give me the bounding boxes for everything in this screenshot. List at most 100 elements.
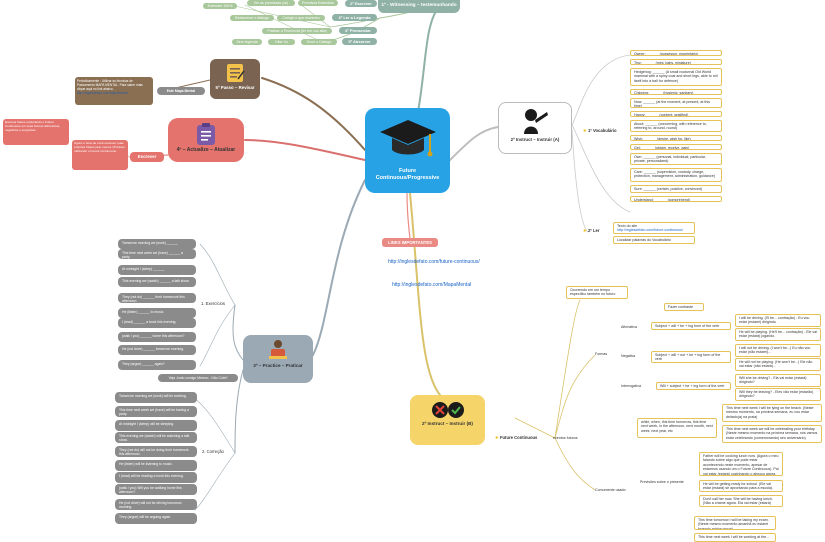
more-example[interactable]: This time tomorrow I will be taking my e… [694, 516, 776, 530]
afirmativa-example[interactable]: He will be playing. (He'll be... contraç… [735, 328, 821, 341]
step-item[interactable]: Ver as premissas (ok) [247, 0, 295, 7]
exercise-item[interactable]: At midnight I (sleep) ______ [118, 265, 196, 275]
witnessing-node[interactable]: 1º - Witnessing – testemunhando [378, 0, 460, 13]
correction-item[interactable]: They (not do) will not be doing their ho… [115, 446, 197, 457]
interrogativa-label[interactable]: Interrogativa [621, 384, 641, 388]
vocab-item[interactable]: Get: ______ (obtain, receive, gain) [630, 144, 722, 150]
links-title[interactable]: LINKS IMPORTANTES [382, 238, 438, 247]
ler-item[interactable]: Localizar palavras do Vocabulário [613, 236, 695, 245]
vocab-item[interactable]: Tiny: ______ (mini, baby, miniature) [630, 59, 722, 65]
while-example[interactable]: This time next week I will be lying on t… [722, 404, 822, 422]
step-label[interactable]: 4º Pronunciar [339, 27, 377, 34]
while-example[interactable]: This time next week we will be celebrati… [722, 425, 822, 443]
afirmativa-label[interactable]: Afirmativa [621, 325, 637, 329]
exemplos-label[interactable]: Comumente usado: [595, 488, 627, 492]
root-node[interactable]: Future Continuous/Progressive [365, 108, 450, 193]
exercise-item[interactable]: (walk / you) ______ home this afternoon? [118, 332, 196, 342]
vocab-item[interactable]: Sure: ______ (certain, positive, convinc… [630, 185, 722, 193]
previsoes-label[interactable]: Previsões sobre o presente [640, 480, 684, 484]
step-label[interactable]: 2º Escrever [345, 0, 377, 7]
interrogativa-example[interactable]: Will she be driving? - Ela vai estar (es… [735, 374, 821, 387]
while-box[interactable]: while, when, this time tomorrow, this ti… [637, 418, 717, 438]
correction-item[interactable]: This time next week we (have) will be ha… [115, 406, 197, 417]
atualizar-node[interactable]: 4º – Actualize – Atualizar [168, 118, 244, 162]
formas-label[interactable]: Formas [595, 352, 608, 356]
vocab-label[interactable]: ☀ 1º Vocabulário [583, 128, 623, 133]
praticar-node[interactable]: 3º – Practice – Praticar [243, 335, 313, 383]
ler-link[interactable]: http://inglesdefato.com/future-continuou… [617, 228, 683, 233]
step-item[interactable]: Reescrever o diálogo [230, 15, 274, 22]
previsoes-example[interactable]: He will be getting ready for school. (El… [699, 480, 783, 492]
atualizar-note[interactable]: Escreva frases explorando o Future Conti… [3, 119, 69, 145]
exercise-item[interactable]: I (read) ______ a book this evening. [118, 318, 196, 328]
step-item[interactable]: Praticar a Pronúncia (ler em voz alta) [262, 28, 332, 35]
negativa-label[interactable]: Negativa [621, 354, 636, 358]
step-label[interactable]: 3º Ler a Legenda [332, 14, 377, 21]
vocab-item[interactable]: About: ______ (concerning, with referenc… [630, 120, 722, 132]
vocab-item[interactable]: Own: ______ (personal, individual, parti… [630, 153, 722, 165]
negativa-rule[interactable]: Subject + will + not + be + ing form of … [651, 351, 731, 363]
ler-item[interactable]: Texto do site http://inglesdefato.com/fu… [613, 222, 695, 234]
correction-item[interactable]: He (listen) will be listening to music. [115, 460, 197, 471]
correcao-label[interactable]: 2. Correção [202, 449, 224, 454]
correction-item[interactable]: I (read) will be reading a book this eve… [115, 472, 197, 483]
more-example[interactable]: This time next week I will be working at… [694, 533, 776, 542]
vocab-item[interactable]: Care: ______ (supervision, custody, char… [630, 168, 722, 182]
negativa-example[interactable]: I will not be driving. (I won't be...) E… [735, 344, 821, 357]
correction-item[interactable]: (walk / you) Will you be walking home th… [115, 484, 197, 495]
vocab-item[interactable]: Hedgehog: ______ (A small nocturnal Old … [630, 68, 722, 86]
vocab-item[interactable]: Understand: ______ (comprehend) [630, 196, 722, 202]
step-item[interactable]: Corrigir o que escreveu [277, 15, 325, 22]
vocab-item[interactable]: Owner: ______ (possessor, proprietário) [630, 50, 722, 56]
instruir-b-title: 2º Instruct – Instruir (B) [422, 421, 473, 426]
escrever-label[interactable]: Escrever [130, 152, 164, 162]
link-future-continuous[interactable]: http://inglesdefato.com/future-continuou… [388, 259, 480, 265]
previsoes-example[interactable]: Don't call her now. She will be having l… [699, 495, 783, 507]
eventos-futuros-label[interactable]: eventos futuros [553, 436, 578, 440]
correction-item[interactable]: At midnight I (sleep) will be sleeping. [115, 420, 197, 431]
exercise-item[interactable]: This time next week we (have) ______ a p… [118, 249, 196, 259]
revisar-node[interactable]: 5º Passo – Revisar [210, 59, 260, 99]
step-item[interactable]: Ouvir o Diálogo [301, 39, 337, 46]
exercise-item[interactable]: He (not drive) ______ tomorrow morning. [118, 345, 196, 355]
step-item[interactable]: Sem legenda [232, 39, 262, 46]
atualizar-note[interactable]: Agora é hora de você escrever suas própr… [72, 140, 128, 170]
correction-item[interactable]: Tomorrow morning we (work) will be worki… [115, 392, 197, 403]
negativa-example[interactable]: He will not be playing. (He won't be...)… [735, 358, 821, 371]
revisar-note-link[interactable]: http://inglesdefato.com/MapaMental [77, 91, 128, 95]
correction-item[interactable]: They (argue) will be arguing again. [115, 513, 197, 524]
vocab-item[interactable]: Happy: ______ (content, gratified) [630, 111, 722, 117]
link-mapa-mental[interactable]: http://inglesdefato.com/MapaMental [392, 282, 472, 288]
revisar-note-text: Periodicamente : Utilizar as técnicas de… [77, 79, 143, 91]
interrogativa-rule[interactable]: Will + subject + be + ing form of the ve… [656, 382, 731, 391]
vocab-item[interactable]: Chipping: ______ (hygienic, sanitary) [630, 89, 722, 95]
exercise-item[interactable]: He (listen) ______ to music. [118, 308, 196, 318]
afirmativa-rule[interactable]: Subject + will + be + ing form of the ve… [651, 322, 731, 331]
step-item[interactable]: Ditar Vc [268, 39, 295, 46]
exercise-item[interactable]: They (argue) ______ again? [118, 360, 196, 370]
interrogativa-example[interactable]: Will they be leaving? - Eles vão estar (… [735, 388, 821, 401]
exercise-item[interactable]: They (not do) ______ their homework this… [118, 293, 196, 303]
revisar-note[interactable]: Periodicamente : Utilizar as técnicas de… [75, 77, 153, 105]
revisar-label[interactable]: Este Mapa Mental [157, 87, 205, 96]
instruir-b-node[interactable]: 2º Instruct – Instruir (B) [410, 395, 485, 445]
exercise-item[interactable]: Tomorrow morning we (work) ______ [118, 239, 196, 249]
exercicios-label[interactable]: 1. Exercícios [201, 301, 225, 306]
step-label[interactable]: 5º Absorver [342, 38, 377, 45]
praticar-cta[interactable]: Veja Junto comigo Mesmo - Não Cole!! [158, 374, 238, 383]
uso-label[interactable]: Fazer contraste [664, 303, 704, 312]
vocab-item[interactable]: Now: ______ (at the moment, at present, … [630, 98, 722, 108]
step-item[interactable]: Entender 100% [203, 3, 237, 10]
correction-item[interactable]: He (not drive) will not be driving tomor… [115, 499, 197, 510]
correction-item[interactable]: This evening we (watch) will be watching… [115, 432, 197, 443]
instruir-a-node[interactable]: 2º Instruct – Instruir (A) [498, 102, 572, 154]
ler-label[interactable]: ☀ 2º Ler [583, 228, 613, 233]
student-icon [269, 340, 287, 359]
previsoes-example[interactable]: Father will be cooking lunch now. (Agora… [699, 452, 783, 476]
vocab-item[interactable]: Wish: ______ (desire, wish for, like) [630, 135, 722, 141]
afirmativa-example[interactable]: I will be driving. (I'll be... contração… [735, 314, 821, 327]
exercise-item[interactable]: This evening we (watch) ______ a talk sh… [118, 277, 196, 287]
future-continuous-label[interactable]: ☀ Future Continuous [495, 435, 550, 440]
uso-box[interactable]: Ocorrendo em um tempo específico também … [566, 286, 628, 299]
step-item[interactable]: Premissa Extendida [298, 0, 338, 7]
